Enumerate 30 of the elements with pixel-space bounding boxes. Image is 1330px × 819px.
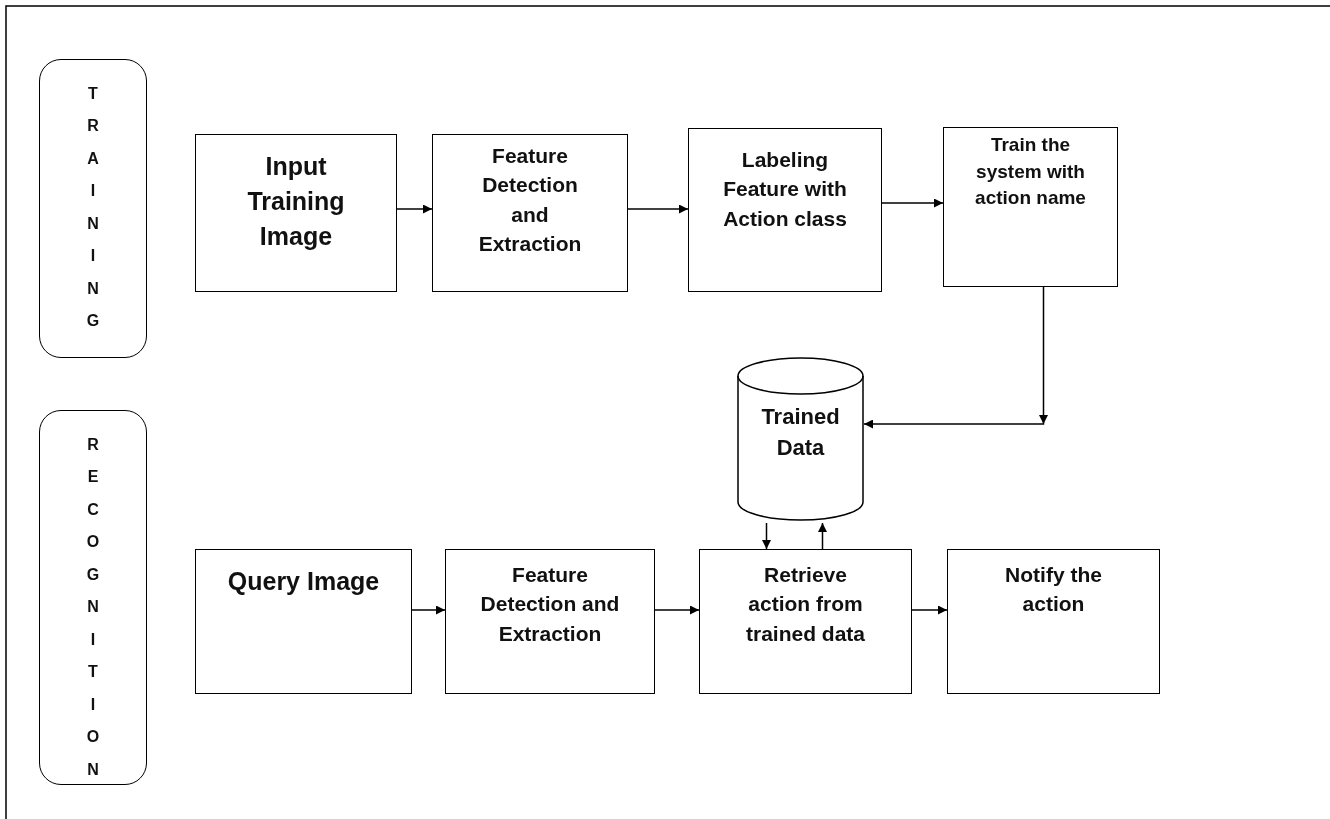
arrow [627, 204, 689, 214]
arrow [654, 605, 700, 615]
process-box [195, 134, 397, 292]
stage-label-box [39, 410, 147, 785]
process-box [195, 549, 412, 694]
box-label: Feature Detection and Extraction [479, 562, 621, 647]
arrow [818, 522, 827, 550]
arrow [881, 198, 944, 208]
process-box [445, 549, 655, 694]
arrow [411, 605, 446, 615]
arrow [762, 522, 771, 550]
box-label: Input Training Image [246, 151, 346, 252]
stage-label-box [39, 59, 147, 358]
arrow [396, 204, 433, 214]
box-label: Notify the action [1004, 562, 1103, 618]
process-box [688, 128, 882, 292]
process-box [699, 549, 912, 694]
box-label: Train the system with action name [974, 133, 1087, 211]
process-box [432, 134, 628, 292]
arrow [911, 605, 948, 615]
box-label: Labeling Feature with Action class [722, 147, 848, 232]
box-label: Retrieve action from trained data [745, 562, 866, 647]
box-label: Feature Detection and Extraction [477, 143, 583, 258]
box-label: Query Image [227, 566, 380, 597]
arrow [863, 286, 1048, 429]
process-box [943, 127, 1118, 287]
vertical-label: RECOGNITION [85, 435, 101, 780]
box-label: Trained Data [760, 403, 841, 462]
vertical-label: TRAINING [85, 84, 101, 332]
process-box [947, 549, 1160, 694]
